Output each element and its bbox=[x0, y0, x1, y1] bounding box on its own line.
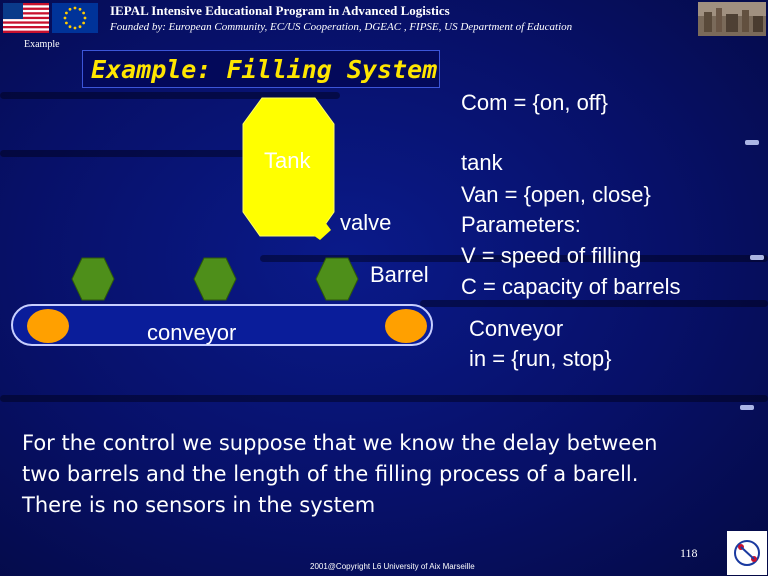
university-logo-icon bbox=[727, 531, 767, 575]
in-definition: in = {run, stop} bbox=[469, 346, 612, 371]
eu-flag-icon bbox=[52, 3, 98, 33]
decor-streak bbox=[0, 395, 768, 402]
decor-streak bbox=[420, 300, 768, 307]
tank-heading: tank bbox=[461, 150, 503, 175]
body-line: There is no sensors in the system bbox=[22, 493, 376, 517]
header-subtitle: Founded by: European Community, EC/US Co… bbox=[110, 21, 573, 33]
header-title: IEPAL Intensive Educational Program in A… bbox=[110, 3, 450, 18]
barrel-shape bbox=[71, 257, 115, 301]
conveyor-belt bbox=[11, 304, 433, 346]
barrel-shape bbox=[315, 257, 359, 301]
body-line: two barrels and the length of the fillin… bbox=[22, 462, 639, 486]
decor-streak bbox=[0, 92, 340, 99]
body-line: For the control we suppose that we know … bbox=[22, 431, 658, 455]
conveyor-label: conveyor bbox=[147, 320, 237, 345]
page-number: 118 bbox=[680, 546, 698, 560]
decor-streak bbox=[260, 255, 768, 262]
conveyor-heading: Conveyor bbox=[469, 316, 564, 341]
barrel-label: Barrel bbox=[370, 262, 429, 287]
us-flag-icon bbox=[3, 3, 49, 33]
parameters-heading: Parameters: bbox=[461, 212, 581, 237]
tank-label: Tank bbox=[264, 148, 311, 173]
conveyor-roller bbox=[27, 309, 69, 343]
slide-title: Example: Filling System bbox=[82, 50, 440, 88]
conveyor-roller bbox=[385, 309, 427, 343]
decor-blip bbox=[745, 140, 759, 145]
van-definition: Van = {open, close} bbox=[461, 182, 651, 207]
breadcrumb: Example bbox=[24, 39, 60, 50]
filling-system-diagram bbox=[11, 97, 433, 346]
decor-streak bbox=[0, 150, 260, 157]
copyright-text: 2001@Copyright L6 University of Aix Mars… bbox=[310, 562, 475, 571]
c-definition: C = capacity of barrels bbox=[461, 274, 681, 299]
barrel-shape bbox=[193, 257, 237, 301]
body-paragraph: For the control we suppose that we know … bbox=[22, 428, 762, 521]
decor-blip bbox=[740, 405, 754, 410]
v-definition: V = speed of filling bbox=[461, 243, 642, 268]
valve-label: valve bbox=[340, 210, 392, 235]
city-photo-icon bbox=[698, 2, 766, 36]
valve-shape bbox=[303, 222, 331, 240]
com-definition: Com = {on, off} bbox=[461, 90, 608, 115]
decor-blip bbox=[750, 255, 764, 260]
